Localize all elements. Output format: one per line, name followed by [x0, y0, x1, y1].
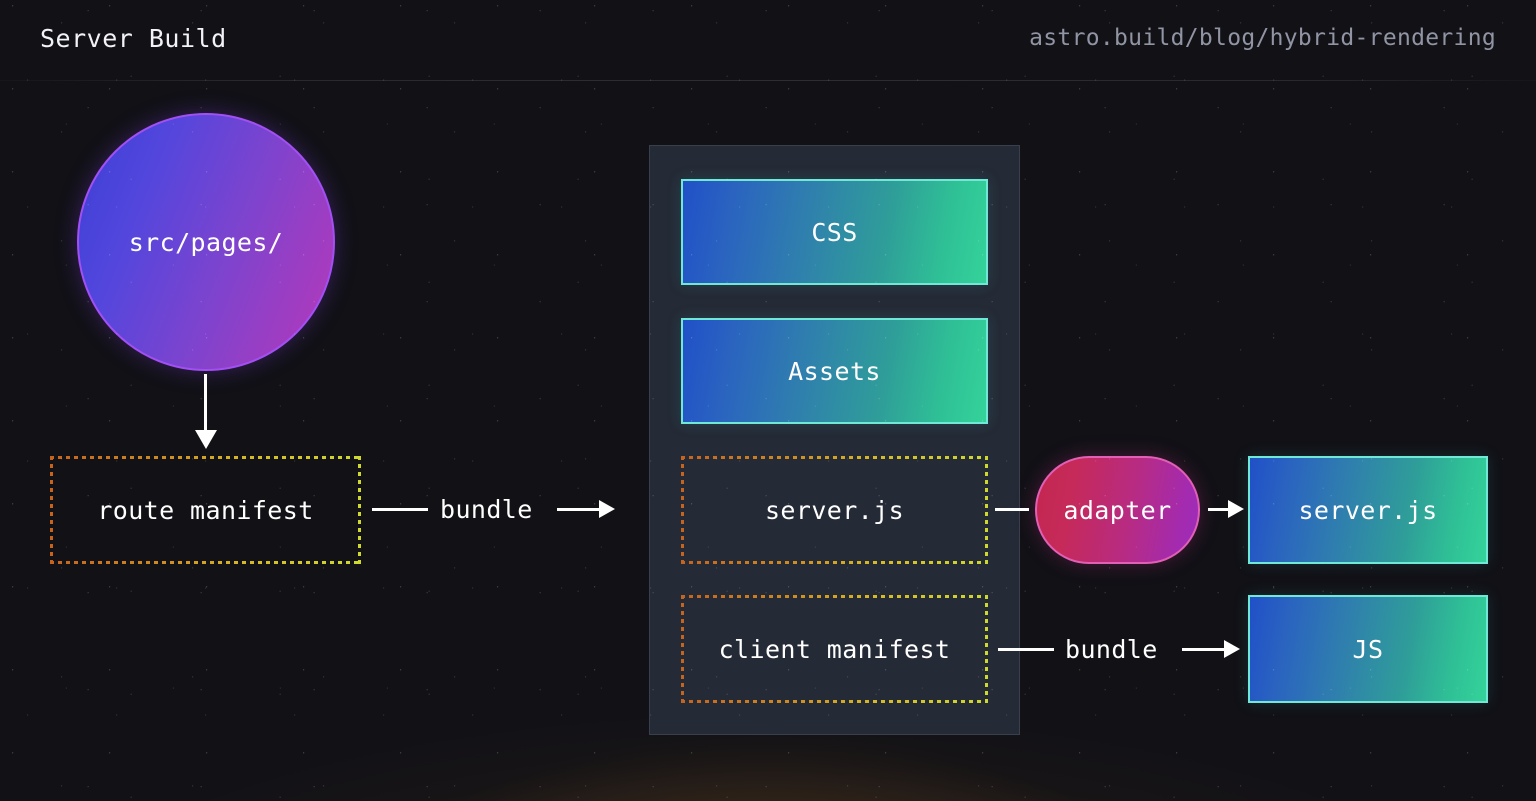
- arrowhead-adapter-to-server-js-out: [1228, 500, 1244, 518]
- header-bar: Server Build astro.build/blog/hybrid-ren…: [0, 0, 1536, 81]
- node-css-label: CSS: [811, 217, 858, 247]
- node-adapter-label: adapter: [1063, 495, 1172, 525]
- node-assets-label: Assets: [788, 356, 881, 386]
- arrowhead-src-pages-to-route-manifest: [195, 430, 217, 449]
- source-url: astro.build/blog/hybrid-rendering: [1029, 25, 1496, 51]
- node-css[interactable]: CSS: [681, 179, 988, 285]
- node-client-manifest[interactable]: [681, 595, 988, 703]
- edge-label-bundle-client: bundle: [1065, 635, 1158, 664]
- node-src-pages[interactable]: src/pages/: [77, 113, 335, 371]
- node-adapter[interactable]: adapter: [1035, 456, 1200, 564]
- connector-route-manifest-bundle-right: [557, 508, 601, 511]
- arrowhead-client-manifest-bundle: [1224, 640, 1240, 658]
- connector-adapter-to-server-js-out: [1208, 508, 1232, 511]
- node-server-js-panel[interactable]: [681, 456, 988, 564]
- connector-src-pages-to-route-manifest: [204, 374, 207, 436]
- node-src-pages-label: src/pages/: [128, 227, 284, 257]
- connector-server-js-to-adapter: [995, 508, 1029, 511]
- node-js-output[interactable]: JS: [1248, 595, 1488, 703]
- node-route-manifest[interactable]: [50, 456, 361, 564]
- node-assets[interactable]: Assets: [681, 318, 988, 424]
- arrowhead-route-manifest-bundle: [599, 500, 615, 518]
- header-divider: [0, 80, 1536, 81]
- node-server-js-output-label: server.js: [1298, 495, 1438, 525]
- page-title: Server Build: [40, 24, 227, 53]
- node-server-js-output[interactable]: server.js: [1248, 456, 1488, 564]
- connector-client-manifest-bundle-right: [1182, 648, 1226, 651]
- connector-client-manifest-bundle-left: [998, 648, 1054, 651]
- connector-route-manifest-bundle-left: [372, 508, 428, 511]
- node-js-output-label: JS: [1352, 634, 1384, 664]
- edge-label-bundle-route: bundle: [440, 495, 533, 524]
